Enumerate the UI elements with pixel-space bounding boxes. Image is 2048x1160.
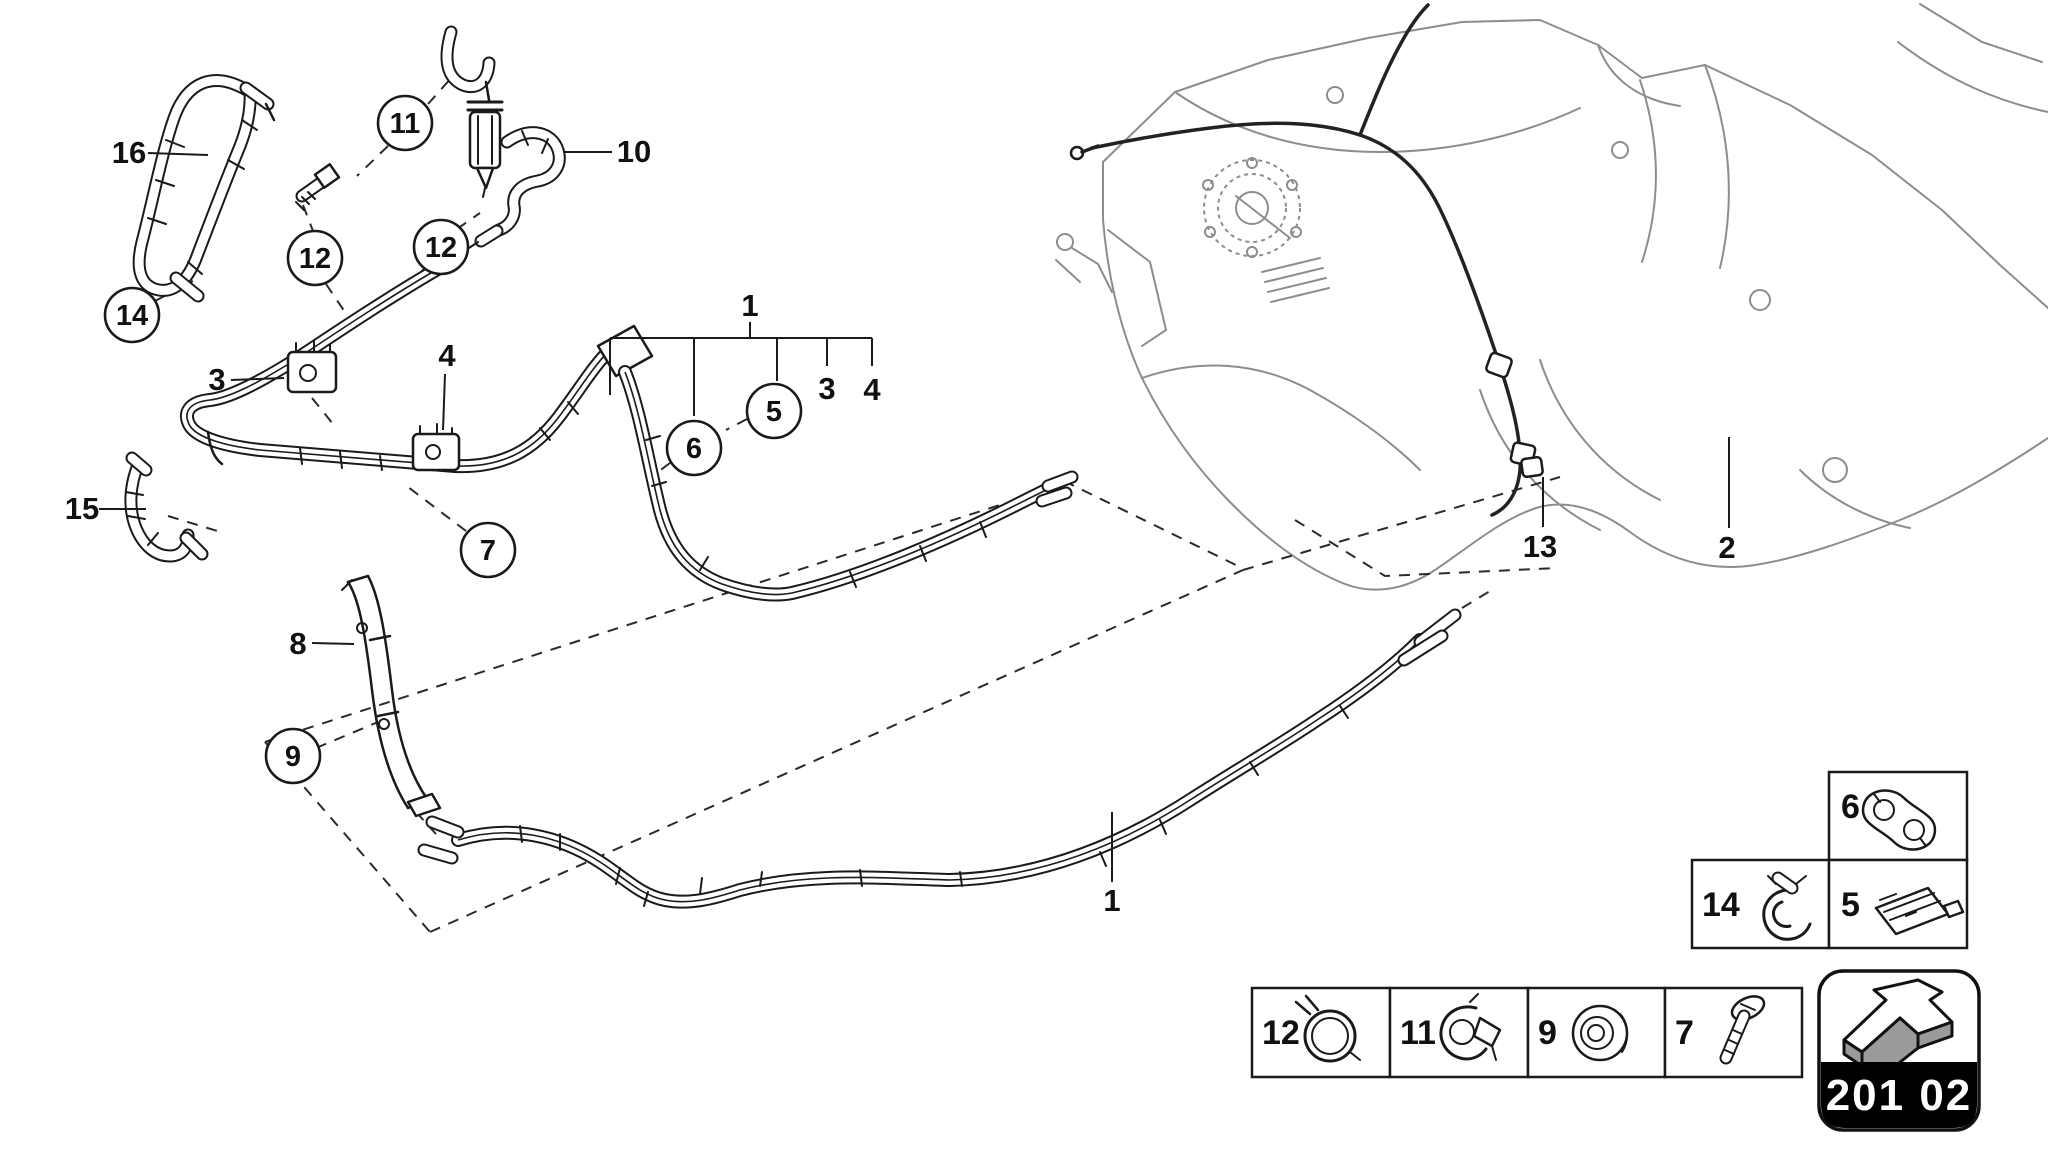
callout-circle-6[interactable]: 6 bbox=[665, 419, 723, 477]
connector-block-icon bbox=[1874, 886, 1965, 936]
callout-label-16[interactable]: 16 bbox=[112, 135, 209, 170]
callout-1b-text[interactable]: 1 bbox=[1103, 883, 1120, 918]
callout-c12b-text[interactable]: 12 bbox=[425, 232, 457, 264]
callout-4a-text[interactable]: 4 bbox=[438, 338, 456, 373]
tank-fuel-line-art bbox=[1069, 3, 1544, 517]
tank-left-fittings-art bbox=[1055, 233, 1113, 293]
bolt-fitting-art bbox=[295, 163, 341, 211]
legend: 6 14 5 bbox=[1250, 770, 1969, 1079]
callout-label-15[interactable]: 15 bbox=[65, 491, 146, 526]
callout-circle-14[interactable]: 14 bbox=[103, 286, 161, 344]
legend-cell-6[interactable]: 6 bbox=[1827, 770, 1969, 862]
fuel-tank-art bbox=[1055, 3, 2048, 591]
callout-1t-text[interactable]: 1 bbox=[741, 288, 758, 323]
pipe-11-art bbox=[440, 25, 504, 198]
callouts-layer: 16 10 3 4 15 8 13 2 bbox=[65, 94, 1736, 918]
callout-c7-text[interactable]: 7 bbox=[480, 535, 496, 567]
legend-cell-9[interactable]: 9 bbox=[1526, 986, 1667, 1079]
legend-cell-7[interactable]: 7 bbox=[1663, 986, 1804, 1079]
callout-3b-text[interactable]: 3 bbox=[818, 371, 835, 406]
callout-circle-5[interactable]: 5 bbox=[745, 382, 803, 440]
legend-11-number: 11 bbox=[1400, 1014, 1436, 1052]
callout-c5-text[interactable]: 5 bbox=[766, 396, 782, 428]
legend-7-number: 7 bbox=[1675, 1014, 1694, 1052]
hose-10-art bbox=[468, 126, 566, 249]
callout-4b-text[interactable]: 4 bbox=[863, 372, 881, 407]
clip-3-art bbox=[286, 340, 338, 394]
callout-10-text[interactable]: 10 bbox=[617, 134, 651, 169]
pipe-clip-on-tank-art bbox=[1485, 351, 1544, 479]
callout-3a-text[interactable]: 3 bbox=[208, 362, 225, 397]
hose-clamp-ring-icon bbox=[1294, 994, 1361, 1063]
callout-c9-text[interactable]: 9 bbox=[285, 741, 301, 773]
legend-9-number: 9 bbox=[1538, 1014, 1557, 1052]
callout-circle-12-right[interactable]: 12 bbox=[412, 218, 470, 276]
callout-16-text[interactable]: 16 bbox=[112, 135, 146, 170]
bracket-8-art bbox=[341, 574, 442, 818]
callout-label-4-left[interactable]: 4 bbox=[438, 338, 456, 431]
callout-15-text[interactable]: 15 bbox=[65, 491, 99, 526]
callout-label-8[interactable]: 8 bbox=[289, 626, 355, 661]
legend-14-number: 14 bbox=[1702, 886, 1740, 924]
callout-label-10[interactable]: 10 bbox=[563, 134, 651, 169]
spring-clamp-icon bbox=[1762, 871, 1812, 941]
legend-cell-12[interactable]: 12 bbox=[1250, 986, 1392, 1079]
legend-12-number: 12 bbox=[1262, 1014, 1300, 1052]
callout-c6-text[interactable]: 6 bbox=[686, 433, 702, 465]
callout-c11-text[interactable]: 11 bbox=[390, 108, 421, 140]
hose-15-art bbox=[124, 451, 209, 563]
legend-cell-5[interactable]: 5 bbox=[1827, 858, 1969, 950]
callout-2-text[interactable]: 2 bbox=[1718, 530, 1735, 565]
clip-4-art bbox=[411, 423, 461, 472]
fuel-pump-flange-art bbox=[1202, 157, 1302, 258]
fuel-lines-upper-art bbox=[180, 255, 1079, 602]
callout-label-13[interactable]: 13 bbox=[1523, 477, 1557, 564]
callout-c12a-text[interactable]: 12 bbox=[299, 243, 331, 275]
badge-code-band bbox=[1821, 1062, 1977, 1128]
legend-5-number: 5 bbox=[1841, 886, 1860, 924]
callout-group-1-top[interactable]: 1 3 4 bbox=[609, 288, 881, 416]
callout-circle-7[interactable]: 7 bbox=[459, 521, 517, 579]
callout-circle-9[interactable]: 9 bbox=[264, 727, 322, 785]
legend-cell-14[interactable]: 14 bbox=[1690, 858, 1831, 950]
callout-label-3-left[interactable]: 3 bbox=[208, 362, 285, 397]
fuel-lines-lower-art bbox=[417, 608, 1462, 909]
callout-c14-text[interactable]: 14 bbox=[116, 300, 148, 332]
callout-label-1-bottom[interactable]: 1 bbox=[1103, 812, 1121, 918]
callout-8-text[interactable]: 8 bbox=[289, 626, 306, 661]
callout-label-2[interactable]: 2 bbox=[1718, 437, 1736, 565]
legend-6-number: 6 bbox=[1841, 788, 1860, 826]
flanged-nut-icon bbox=[1571, 1004, 1629, 1062]
callout-13-text[interactable]: 13 bbox=[1523, 529, 1557, 564]
callout-circle-12-mid[interactable]: 12 bbox=[286, 229, 344, 287]
dashed-guides bbox=[154, 75, 1561, 933]
hose-16-art bbox=[132, 74, 276, 303]
pipe-clip-icon bbox=[1439, 993, 1502, 1061]
page-nav-badge[interactable]: 201 02 bbox=[1817, 969, 1981, 1132]
callout-circle-11[interactable]: 11 bbox=[376, 94, 434, 152]
page-code: 201 02 bbox=[1826, 1071, 1973, 1120]
countersunk-screw-icon bbox=[1719, 995, 1766, 1065]
legend-cell-11[interactable]: 11 bbox=[1388, 986, 1530, 1079]
double-grommet-bracket-icon bbox=[1861, 789, 1937, 851]
